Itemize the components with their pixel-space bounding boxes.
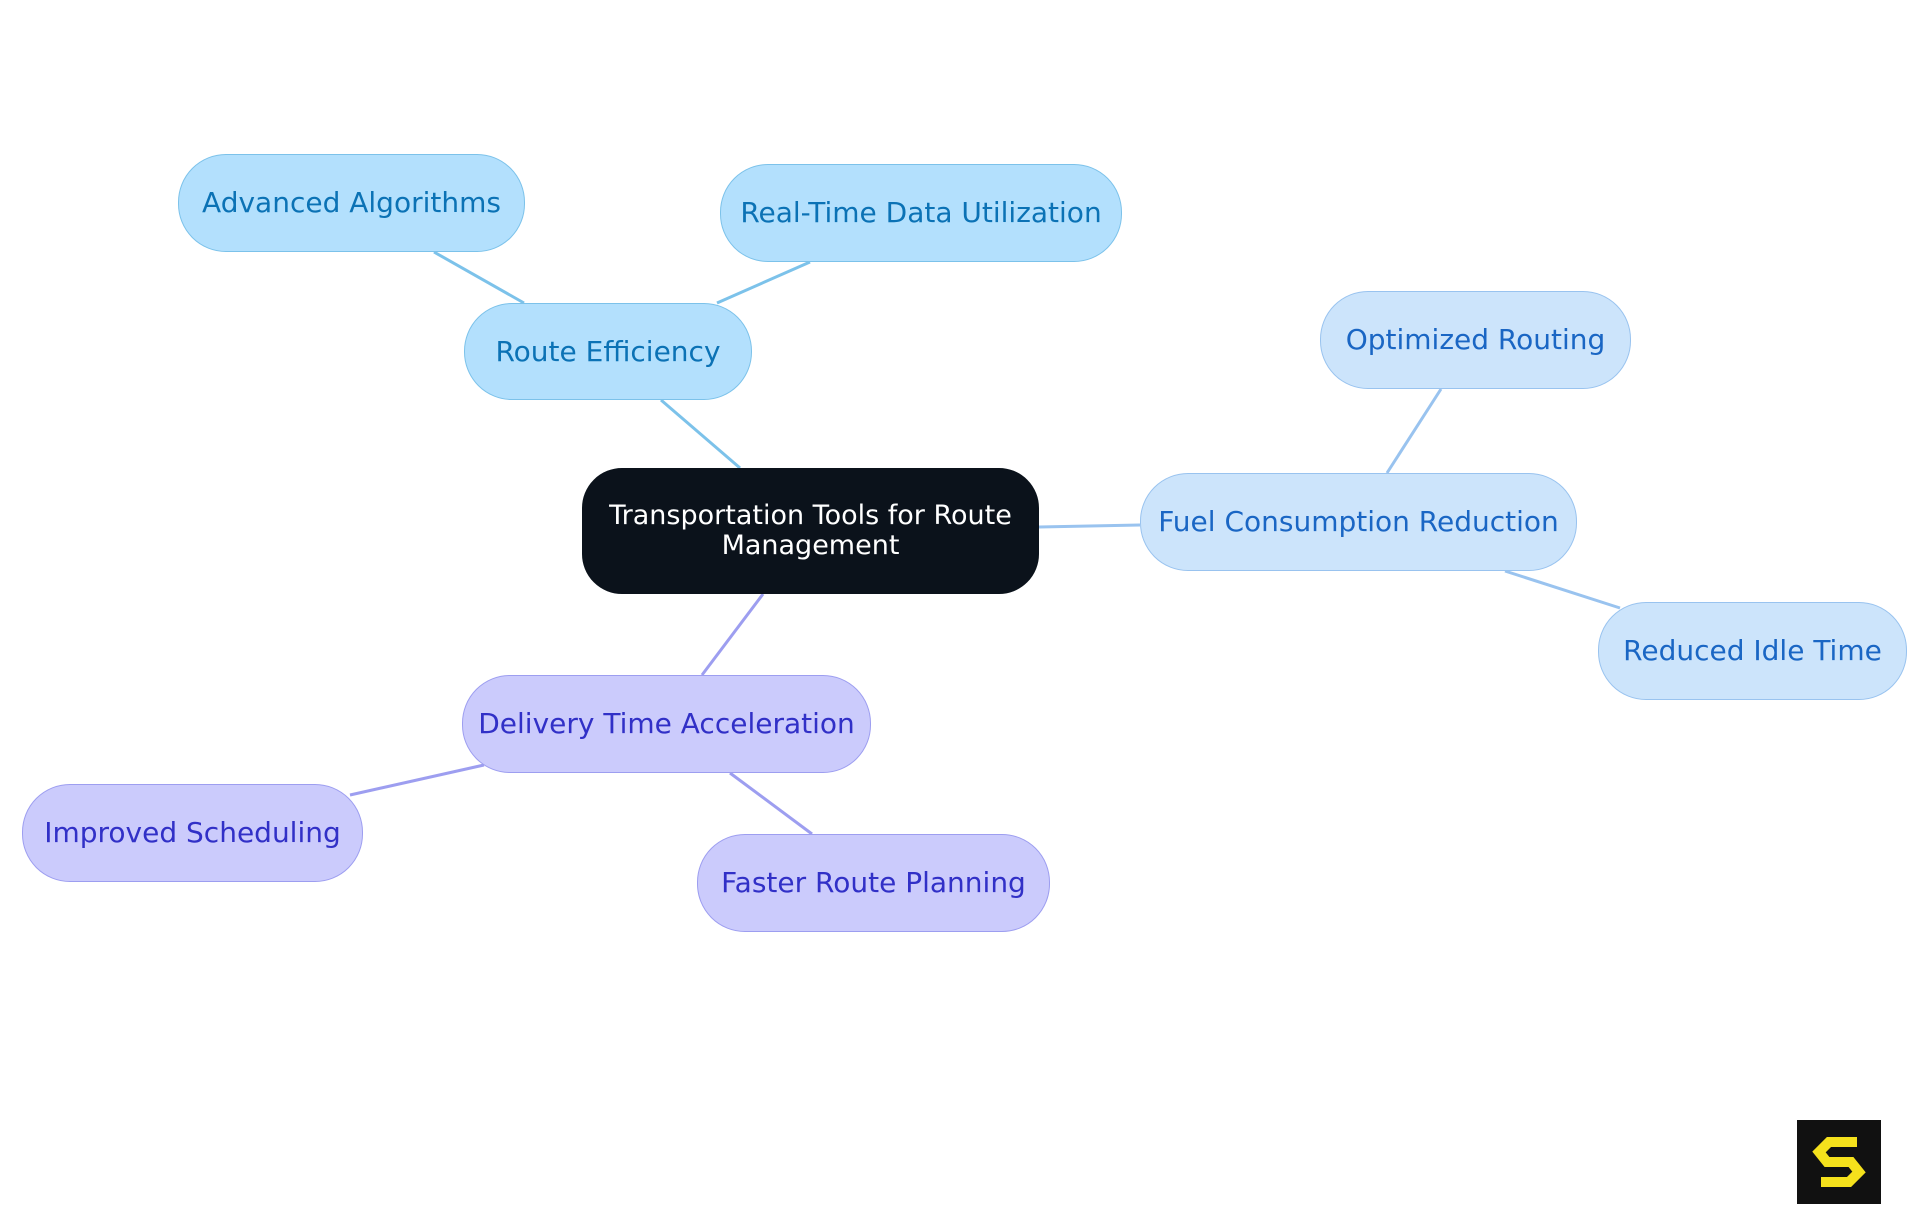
edge-root-route-efficiency	[660, 398, 741, 470]
root-node-label: Transportation Tools for Route Managemen…	[609, 500, 1012, 561]
branch-node-fuel-consumption-reduction[interactable]: Fuel Consumption Reduction	[1140, 473, 1577, 571]
root-node[interactable]: Transportation Tools for Route Managemen…	[582, 468, 1039, 594]
leaf-node-real-time-data-utilization[interactable]: Real-Time Data Utilization	[720, 164, 1122, 262]
branch-node-label: Fuel Consumption Reduction	[1158, 505, 1559, 538]
leaf-node-improved-scheduling[interactable]: Improved Scheduling	[22, 784, 363, 882]
leaf-node-label: Optimized Routing	[1345, 323, 1606, 356]
edge-fuel-consumption-reduced-idle	[1504, 569, 1621, 610]
logo-mark	[1812, 1137, 1866, 1187]
leaf-node-label: Reduced Idle Time	[1623, 634, 1882, 667]
branch-node-label: Delivery Time Acceleration	[478, 707, 855, 740]
leaf-node-label: Faster Route Planning	[721, 866, 1026, 899]
leaf-node-label: Real-Time Data Utilization	[740, 196, 1102, 229]
brand-s-logo-icon	[1797, 1120, 1881, 1204]
leaf-node-optimized-routing[interactable]: Optimized Routing	[1320, 291, 1631, 389]
edge-fuel-consumption-optimized-routing	[1385, 388, 1443, 474]
edge-route-efficiency-advanced-algorithms	[433, 250, 525, 305]
edge-delivery-time-faster-route	[729, 771, 813, 836]
edge-route-efficiency-real-time-data	[716, 260, 811, 305]
branch-node-route-efficiency[interactable]: Route Efficiency	[464, 303, 752, 400]
leaf-node-label: Improved Scheduling	[44, 816, 341, 849]
edge-root-fuel-consumption	[1038, 523, 1141, 529]
leaf-node-advanced-algorithms[interactable]: Advanced Algorithms	[178, 154, 525, 252]
edge-root-delivery-time	[700, 593, 765, 676]
leaf-node-label: Advanced Algorithms	[202, 186, 501, 219]
leaf-node-reduced-idle-time[interactable]: Reduced Idle Time	[1598, 602, 1907, 700]
leaf-node-faster-route-planning[interactable]: Faster Route Planning	[697, 834, 1050, 932]
branch-node-label: Route Efficiency	[495, 334, 721, 368]
edge-delivery-time-improved-scheduling	[349, 763, 485, 797]
branch-node-delivery-time-acceleration[interactable]: Delivery Time Acceleration	[462, 675, 871, 773]
